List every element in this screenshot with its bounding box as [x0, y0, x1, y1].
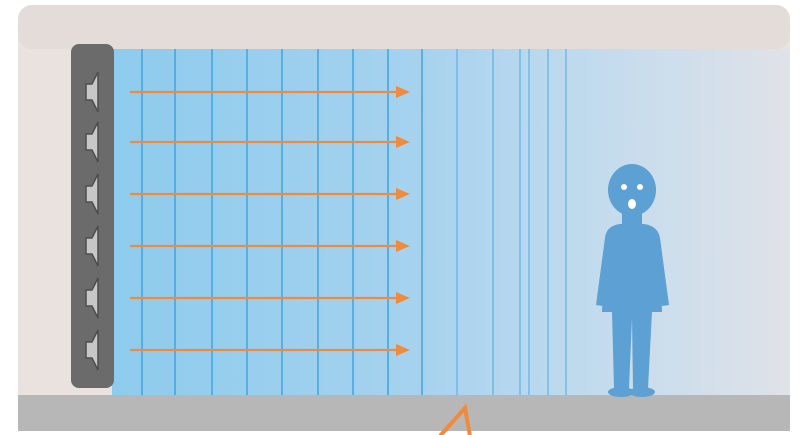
sound-wave-field	[112, 49, 790, 395]
room-ceiling	[18, 5, 790, 49]
floor	[18, 395, 790, 431]
